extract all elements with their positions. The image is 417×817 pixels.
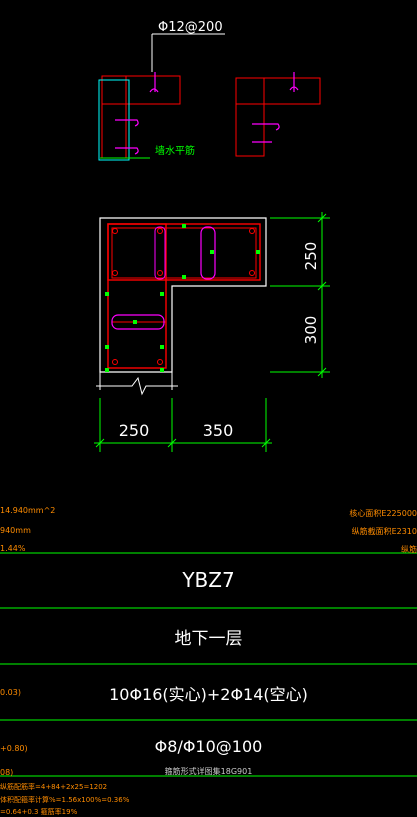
corner-bar — [112, 359, 118, 365]
outer-stirrup-vertical — [107, 223, 167, 369]
table-lines — [0, 552, 417, 777]
spacing-label: Φ12@200 — [158, 20, 223, 35]
hook-tie-2 — [115, 119, 139, 155]
break-symbol — [96, 376, 178, 396]
rebar-dot — [182, 224, 186, 228]
rebar-outline-right-lower — [235, 77, 265, 157]
rebar-dot — [105, 368, 109, 372]
floor-label: 地下一层 — [174, 629, 243, 649]
rebar-dot — [160, 368, 164, 372]
side-note-bar: 纵筋 — [401, 545, 417, 554]
tick — [261, 438, 271, 448]
corner-bar — [112, 270, 118, 276]
stirrup-spec: Φ8/Φ10@100 — [154, 737, 263, 756]
side-note-length: 940mm — [0, 526, 31, 535]
tie-magenta-1 — [200, 226, 216, 280]
corner-bar — [157, 228, 163, 234]
vertical-dimensions — [270, 212, 330, 378]
concrete-outline — [99, 217, 267, 373]
longitudinal-bars — [105, 224, 260, 372]
corner-bar — [157, 270, 163, 276]
tick — [95, 438, 105, 448]
corner-bars — [112, 228, 255, 365]
tick — [317, 213, 327, 223]
side-note-bar-area: 纵筋截面积E2310 — [351, 527, 417, 536]
rebar-dot — [133, 320, 137, 324]
rebar-dot — [160, 292, 164, 296]
longitudinal-rebar: 10Φ16(实心)+2Φ14(空心) — [109, 685, 308, 704]
rebar-dot — [210, 250, 214, 254]
hook-tie-1 — [149, 72, 159, 93]
corner-bar — [157, 359, 163, 365]
corner-bar — [249, 228, 255, 234]
hook-tie-3 — [289, 72, 299, 92]
tick — [167, 438, 177, 448]
rebar-dot — [160, 345, 164, 349]
inner-stirrup-corner — [111, 227, 167, 279]
side-note-area: 14.940mm^2 — [0, 506, 56, 515]
calc-note-1: 纵筋配筋率=4+84+2x25=1202 — [0, 783, 108, 791]
rebar-dot — [182, 275, 186, 279]
dim-bottom-leg: 300 — [302, 316, 320, 345]
side-note-a: 0.03) — [0, 688, 21, 697]
side-note-ratio: 1.44% — [0, 544, 26, 553]
calc-note-3: =0.64+0.3 箍筋率19% — [0, 808, 78, 816]
side-note-core-area: 核心面积E225000 — [349, 509, 417, 518]
tick — [317, 281, 327, 291]
member-name: YBZ7 — [182, 568, 235, 592]
rebar-outline-lower — [101, 75, 127, 159]
corner-bar — [249, 270, 255, 276]
dim-left-width: 250 — [119, 421, 150, 440]
side-note-c: 08) — [0, 768, 14, 777]
rebar-dot — [105, 345, 109, 349]
tie-magenta-2 — [111, 314, 165, 330]
dim-top-leg: 250 — [302, 242, 320, 271]
dim-right-width: 350 — [203, 421, 234, 440]
rebar-dot — [256, 250, 260, 254]
hook-tie-4 — [252, 123, 280, 143]
stirrup-note: 箍筋形式详图集18G901 — [164, 767, 253, 776]
tick — [317, 367, 327, 377]
corner-bar — [112, 228, 118, 234]
note-label: 墙水平筋 — [155, 144, 195, 157]
outer-stirrup-horizontal — [107, 223, 261, 281]
wall-horizontal-rebar-detail: Φ12@200 墙水平筋 — [98, 20, 321, 161]
side-note-b: +0.80) — [0, 744, 28, 753]
rebar-outline-right-upper — [235, 77, 321, 105]
l-section: 250 300 250 350 — [94, 212, 330, 452]
tie-magenta-3 — [154, 226, 166, 280]
rebar-dot — [105, 292, 109, 296]
horizontal-dimensions — [94, 398, 272, 452]
calc-note-2: 体积配箍率计算%=1.56x100%=0.36% — [0, 796, 130, 804]
